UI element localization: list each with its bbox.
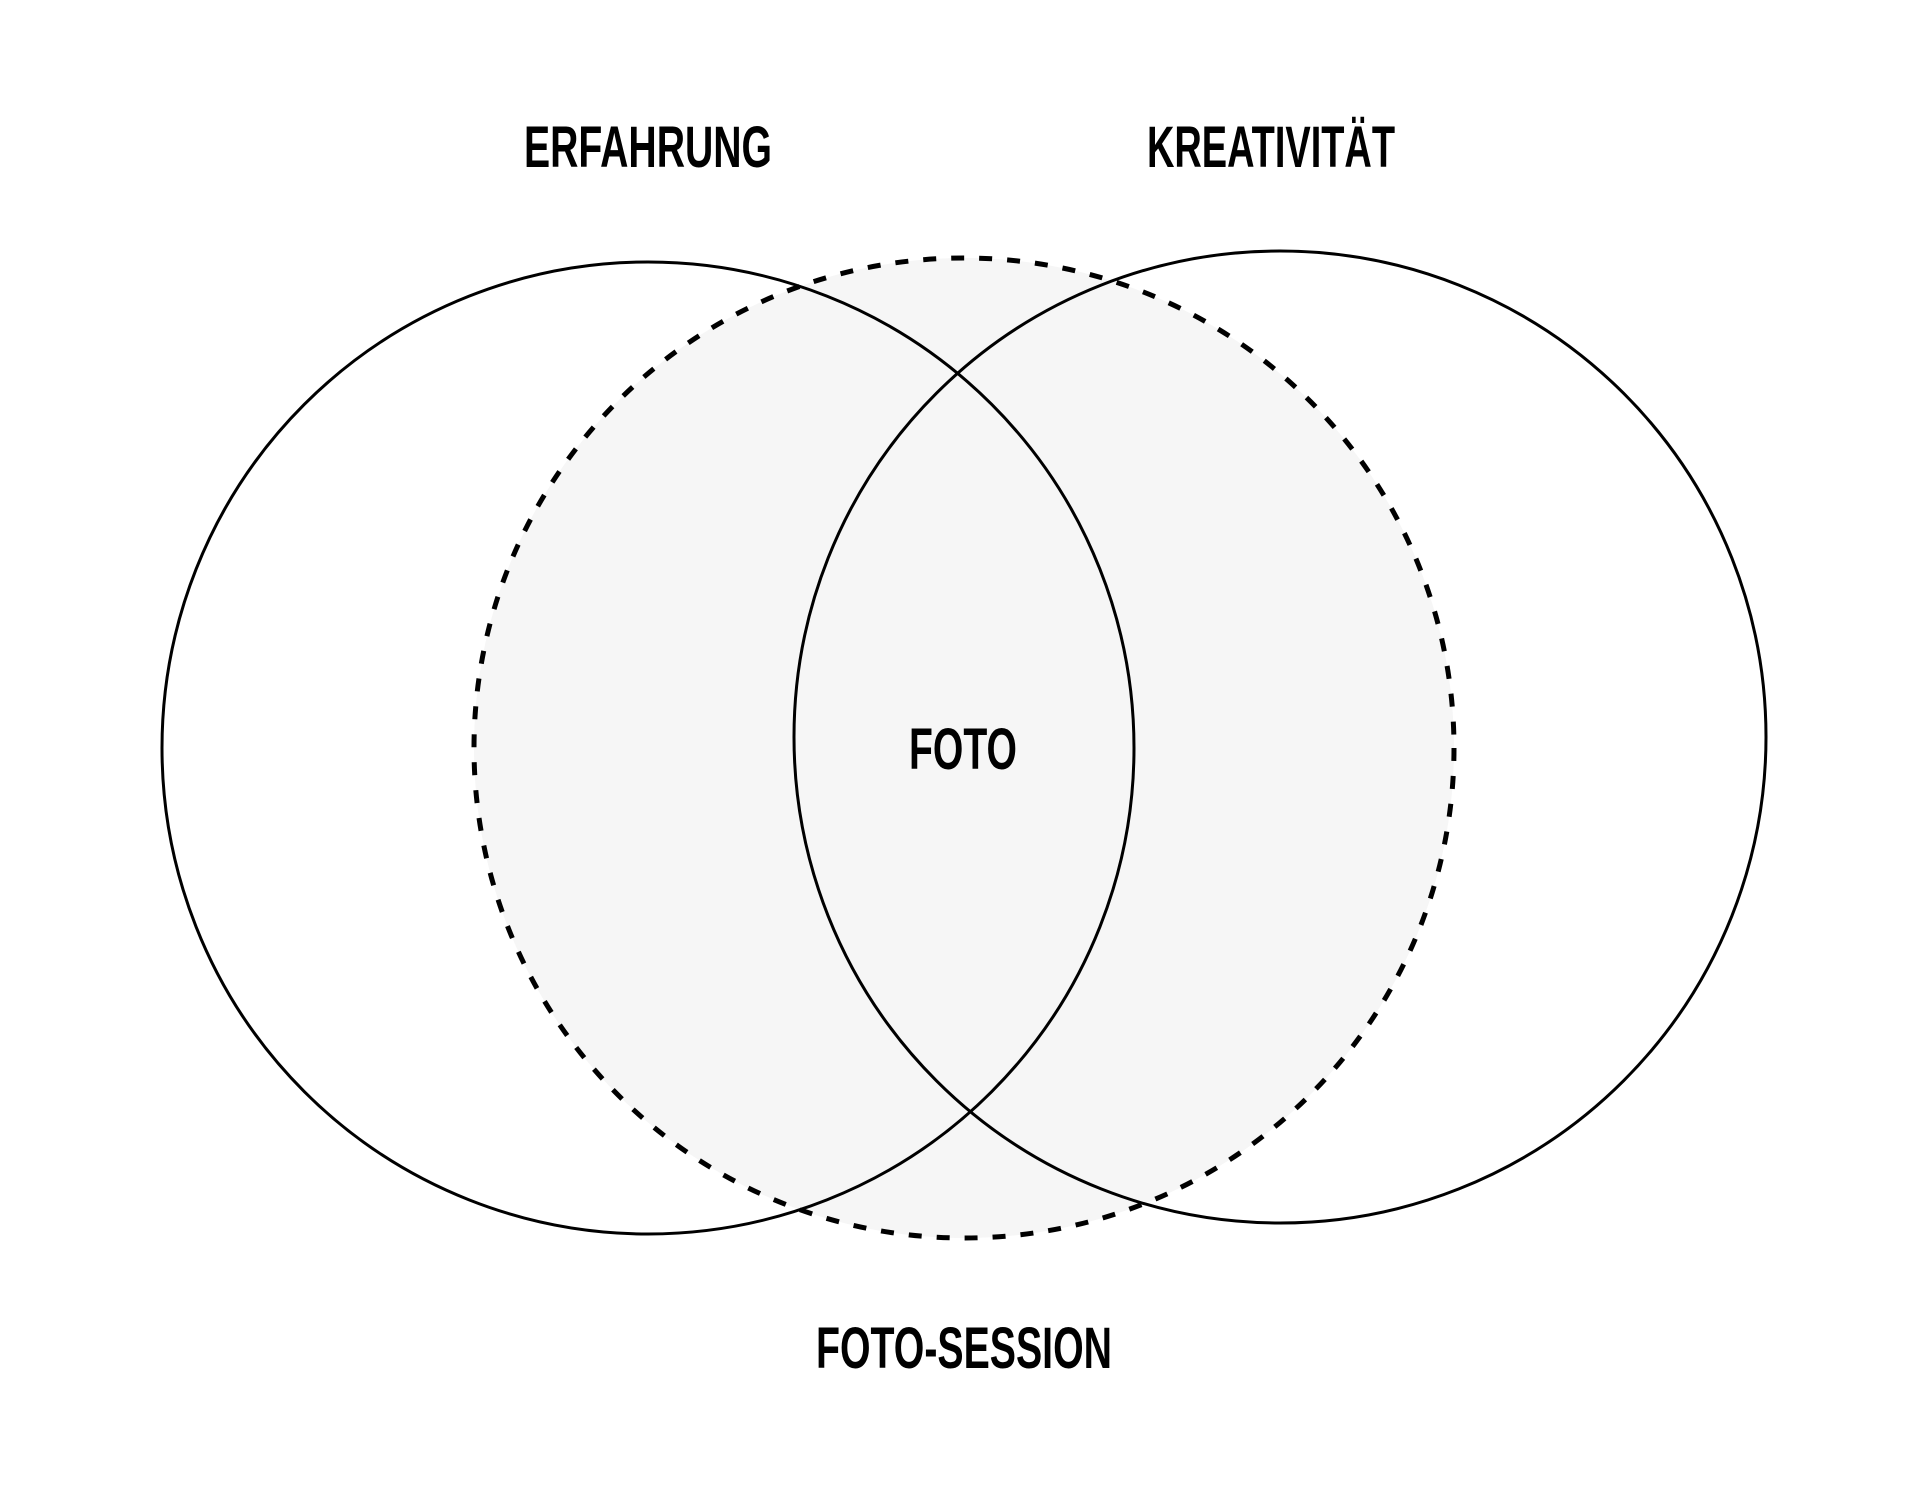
foto-session-label: FOTO-SESSION: [816, 1316, 1112, 1381]
kreativitaet-circle: [792, 249, 1768, 1225]
kreativitaet-label: KREATIVITÄT: [1147, 115, 1395, 180]
erfahrung-circle: [160, 260, 1136, 1236]
foto-center-label: FOTO: [909, 717, 1017, 782]
foto-session-circle: [471, 255, 1457, 1241]
erfahrung-label: ERFAHRUNG: [524, 115, 772, 180]
